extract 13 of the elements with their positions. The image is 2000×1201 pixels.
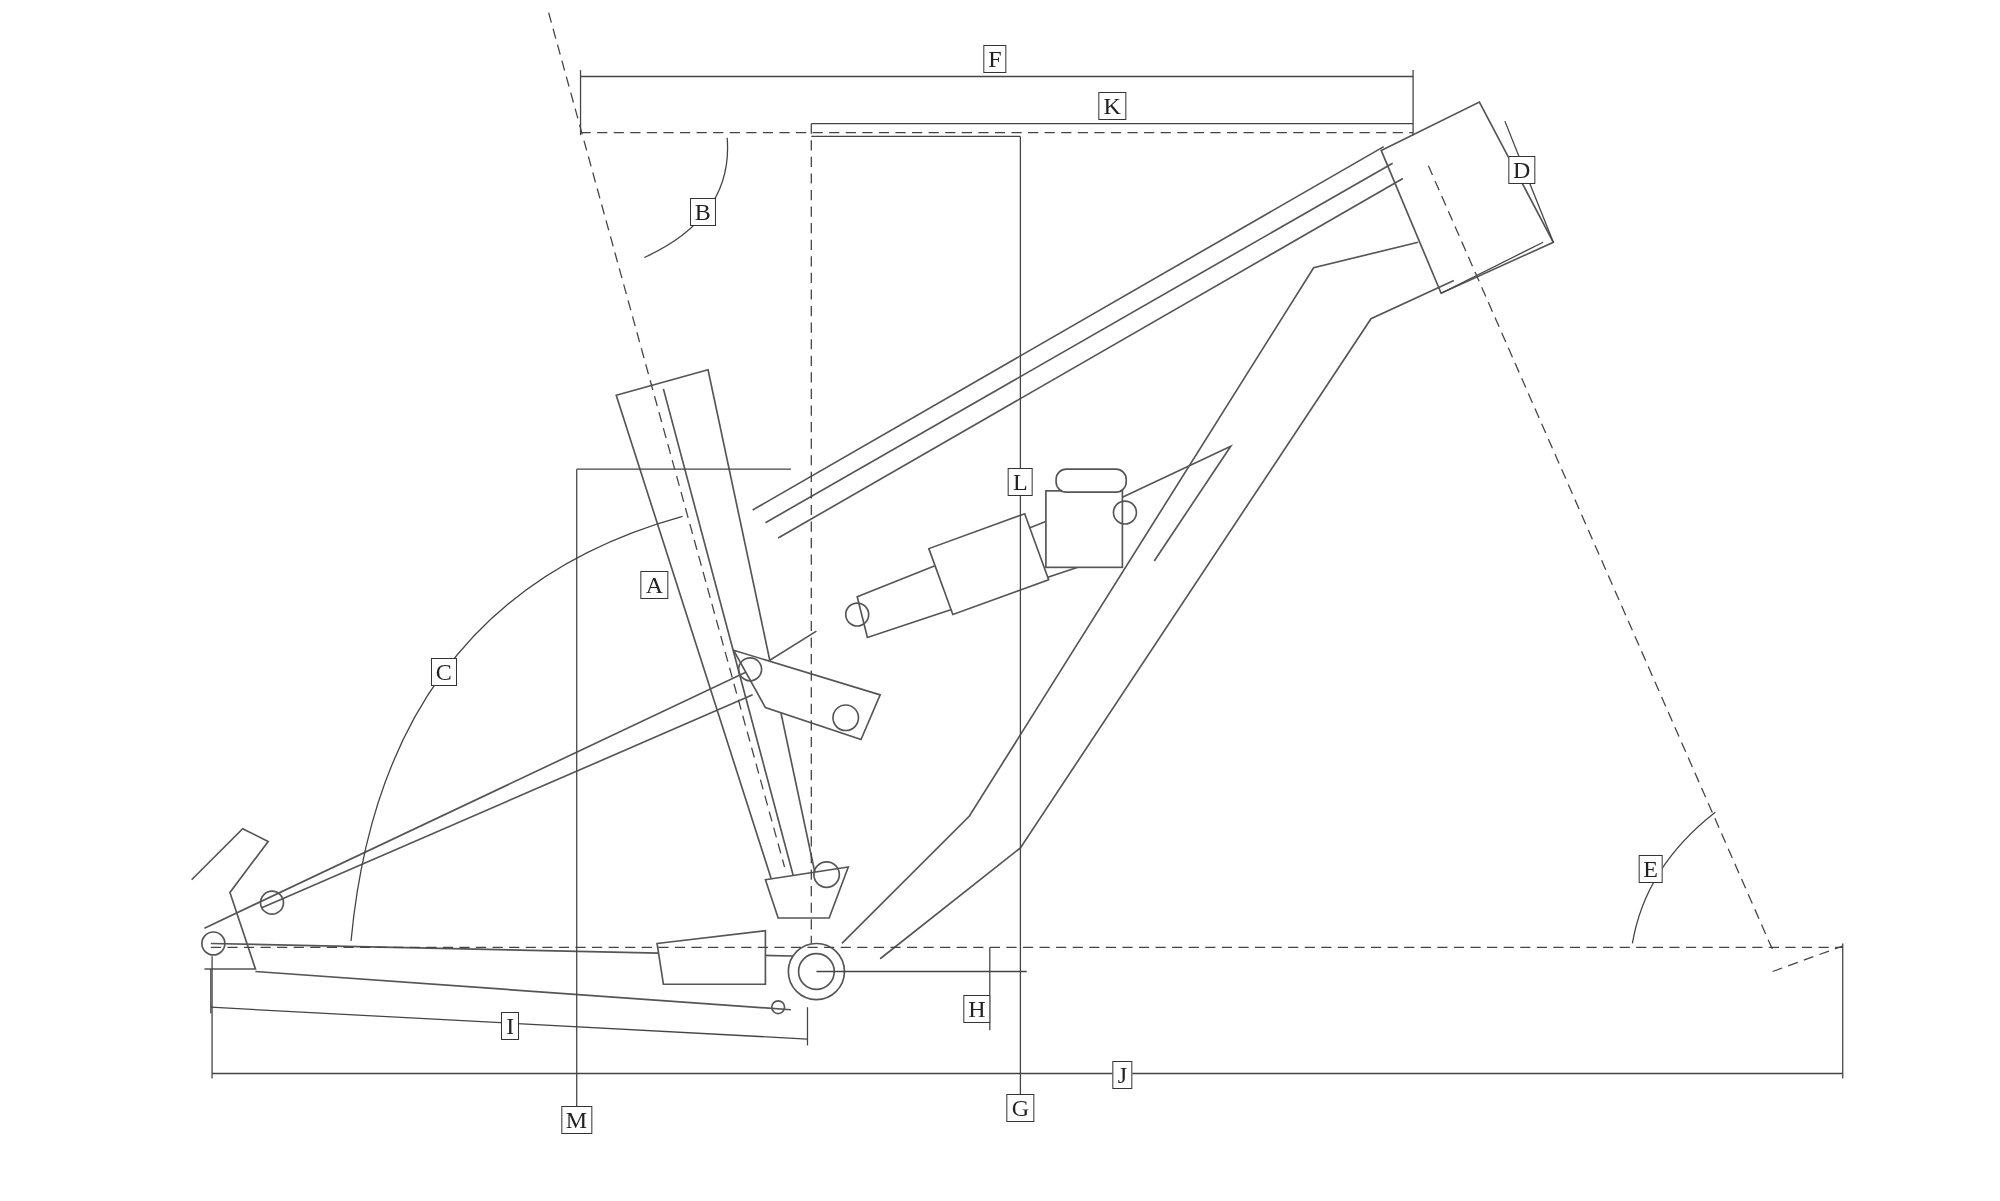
dimension-label: D — [1508, 155, 1536, 184]
dimension-label: I — [501, 1011, 520, 1040]
dimension-label: A — [640, 571, 668, 600]
dimension-label: L — [1008, 468, 1033, 497]
dimension-label: M — [560, 1105, 593, 1134]
dimension-label: H — [963, 994, 991, 1023]
dimension-label: J — [1112, 1061, 1133, 1090]
dimension-label: G — [1006, 1094, 1035, 1123]
dimension-label: B — [689, 197, 716, 226]
dimension-label: F — [983, 44, 1007, 73]
dimension-label: C — [430, 658, 457, 687]
dimension-label: E — [1638, 854, 1663, 883]
dimension-label: K — [1098, 91, 1126, 120]
